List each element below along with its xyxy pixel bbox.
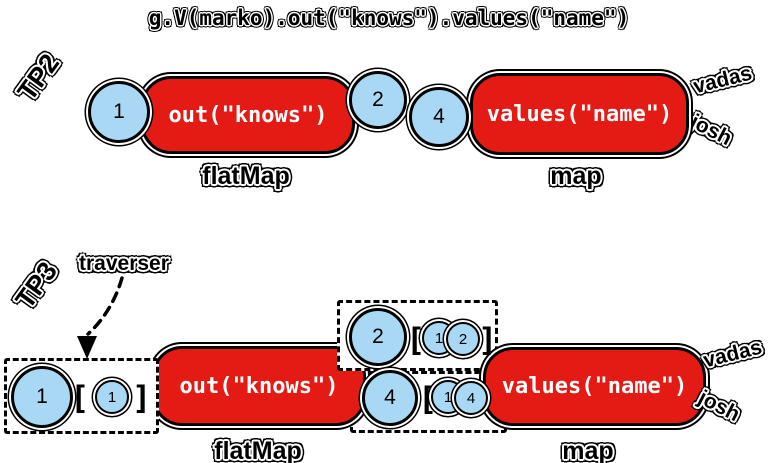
tp3-traverser2-path-value-1: 1: [434, 329, 444, 347]
tp2-intermediate-value-4: 4: [433, 105, 445, 128]
tp2-input-traverser-circle: 1: [88, 81, 150, 143]
tp3-map-step-code: values("name"): [501, 374, 688, 399]
tp2-map-step-code: values("name"): [486, 101, 673, 127]
tp3-map-kind-label: map: [562, 437, 614, 463]
tp3-section-label: TP3: [9, 256, 64, 315]
tp3-input-bracket-close: ]: [132, 379, 152, 417]
tp3-traverser2-path-value-2: 2: [458, 330, 468, 348]
tp2-result-vadas: vadas: [691, 61, 755, 99]
gremlin-query-title: g.V(marko).out("knows").values("name"): [148, 6, 630, 30]
tp3-input-path-circle: 1: [95, 380, 129, 414]
tp3-flatmap-kind-label: flatMap: [214, 437, 302, 463]
tp2-intermediate-circle-4: 4: [409, 87, 469, 147]
tp3-result-vadas: vadas: [701, 335, 765, 373]
tp3-traverser2-bracket-close: ]: [478, 321, 498, 359]
tp3-traverser-circle-2: 2: [349, 308, 407, 366]
arrowhead-icon: [77, 336, 97, 359]
tp2-section-label: TP2: [11, 48, 66, 107]
tp2-intermediate-circle-2: 2: [349, 71, 407, 129]
tp2-flatmap-step-box: out("knows"): [141, 76, 355, 154]
tp2-map-kind-label: map: [550, 162, 602, 190]
tp3-traverser4-path-value-1: 1: [443, 388, 453, 406]
tp3-flatmap-step-box: out("knows"): [152, 346, 366, 426]
tp2-map-step-box: values("name"): [470, 73, 689, 155]
tp3-result-josh: josh: [694, 386, 744, 427]
tp2-input-traverser-value: 1: [113, 100, 125, 123]
tp3-input-traverser-circle: 1: [11, 366, 73, 428]
tp3-map-step-box: values("name"): [483, 347, 706, 426]
tp3-traverser2-path-circle-2: 2: [446, 322, 480, 356]
traverser-annotation-label: traverser: [79, 252, 169, 275]
tp3-traverser4-path-value-4: 4: [466, 389, 476, 407]
tp3-traverser-circle-4: 4: [362, 370, 418, 426]
tp3-traverser4-path-circle-4: 4: [454, 381, 488, 415]
tp3-traverser2-bracket-open: [: [406, 321, 426, 359]
tp3-traverser-value-2: 2: [372, 325, 384, 348]
tp2-flatmap-step-code: out("knows"): [168, 102, 328, 128]
tp3-input-path-value: 1: [107, 388, 117, 406]
traverser-pointer-arrow: [77, 276, 124, 359]
tp3-flatmap-step-code: out("knows"): [179, 373, 339, 399]
tp3-input-bracket-open: [: [70, 379, 90, 417]
tp2-intermediate-value-2: 2: [372, 88, 384, 111]
tp3-input-traverser-value: 1: [36, 385, 48, 408]
tp2-result-josh: josh: [686, 110, 736, 151]
tp2-flatmap-kind-label: flatMap: [202, 162, 290, 190]
tp3-traverser-value-4: 4: [384, 386, 396, 409]
